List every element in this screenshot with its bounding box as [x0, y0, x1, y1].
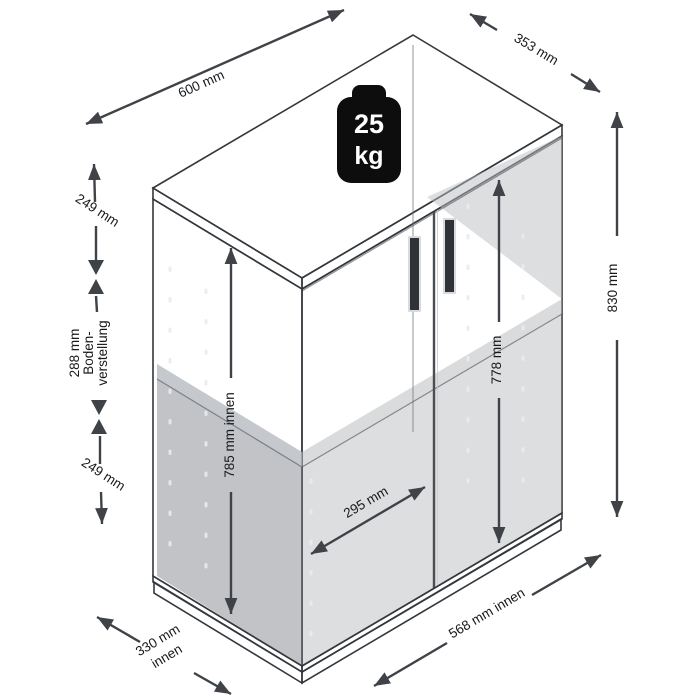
max-load-badge: 25 kg	[337, 85, 401, 183]
badge-weight-unit: kg	[354, 142, 383, 170]
cabinet-base	[152, 511, 563, 685]
shelf-side-view	[157, 364, 302, 467]
dim-side-mid-label-line1: 288 mm	[67, 329, 82, 378]
shelf-front-view	[302, 299, 562, 467]
badge-weight-value: 25	[354, 109, 384, 139]
dim-inner-height-right: 778 mm	[489, 180, 506, 543]
dim-bottom-depth: 330 mm innen	[96, 615, 232, 696]
dim-height-label: 830 mm	[605, 264, 620, 313]
cabinet-top-edge-left	[152, 186, 303, 291]
dim-inner-height-left-label: 785 mm innen	[222, 392, 237, 478]
door-handle-left	[408, 236, 421, 312]
dim-bottom-width-label: 568 mm innen	[446, 585, 527, 641]
dim-side-bottom-label: 249 mm	[79, 455, 128, 494]
door-handle-right	[443, 218, 456, 294]
dim-side-top-label: 249 mm	[73, 191, 122, 230]
dim-side-sections: 249 mm 288 mm Boden- verstellung 249 mm	[67, 163, 128, 525]
dim-height: 830 mm	[605, 112, 624, 517]
dim-side-mid-label-line2: Boden-	[81, 331, 96, 375]
cabinet-interior	[156, 45, 563, 666]
dim-top-width: 600 mm	[85, 8, 345, 126]
dim-top-depth-label: 353 mm	[512, 30, 562, 68]
cabinet-doors	[301, 137, 563, 588]
dim-inner-height-left: 785 mm innen	[222, 248, 238, 614]
cabinet-illustration	[151, 34, 564, 685]
dim-inner-height-right-label: 778 mm	[489, 336, 504, 385]
dim-side-mid-label-line3: verstellung	[95, 320, 110, 385]
